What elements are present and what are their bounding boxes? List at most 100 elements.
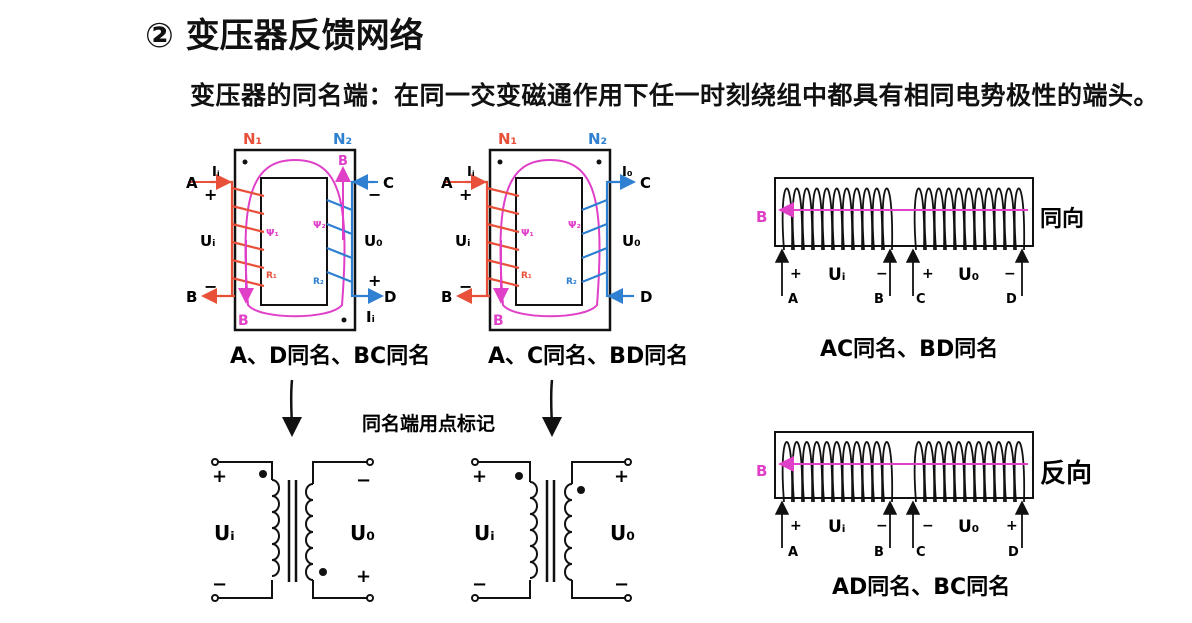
current-ii-out: Iᵢ xyxy=(366,308,375,326)
winding-loop xyxy=(933,441,946,503)
flux-loop xyxy=(244,158,346,318)
winding-loop xyxy=(993,187,1006,251)
terminal-b: B xyxy=(874,292,884,307)
ui-label: Uᵢ xyxy=(200,232,215,250)
winding-loop xyxy=(973,187,986,251)
ui-label: Uᵢ xyxy=(474,521,495,545)
core2-caption: A、C同名、BD同名 xyxy=(488,343,688,369)
terminal-a: A xyxy=(788,545,798,560)
down-arrow-1 xyxy=(281,379,302,437)
flux-b-bottom: B xyxy=(238,313,249,329)
core-window xyxy=(515,177,583,306)
solenoid-bottom: B 反向 + − − + Uᵢ U₀ A B C D AD同名、BC同名 xyxy=(756,431,1092,600)
winding-loop xyxy=(831,441,844,503)
flux-b-top: B xyxy=(338,154,348,169)
terminal-c: C xyxy=(383,174,394,192)
current-ii: Iᵢ xyxy=(212,165,220,180)
terminal-d: D xyxy=(1008,545,1019,560)
flux-loop xyxy=(499,158,601,318)
psi2-label: Ψ₂ xyxy=(568,220,581,231)
winding-loop xyxy=(973,441,986,503)
ui-label: Uᵢ xyxy=(828,517,846,537)
current-io: I₀ xyxy=(622,165,633,180)
terminal-b: B xyxy=(441,288,452,306)
winding-loop xyxy=(781,441,794,503)
terminal-b: B xyxy=(874,545,884,560)
winding-loop xyxy=(851,441,864,503)
terminal-c: C xyxy=(916,545,926,560)
transformer-schematic-1 xyxy=(211,458,374,602)
dot-end-definition: 变压器的同名端：在同一交变磁通作用下任一时刻绕组中都具有相同电势极性的端头。 xyxy=(190,81,1160,110)
winding-loop xyxy=(881,441,894,503)
direction-label: 同向 xyxy=(1040,206,1084,232)
winding-loop xyxy=(791,441,804,503)
primary-coil xyxy=(210,180,265,298)
terminal-leads xyxy=(774,248,1030,296)
core1-caption: A、D同名、BC同名 xyxy=(230,343,430,369)
winding-loop xyxy=(1013,441,1026,503)
plus-label: + xyxy=(614,466,629,487)
minus-b: − xyxy=(204,277,217,296)
winding-loop xyxy=(923,187,936,251)
winding-loop xyxy=(1003,187,1016,251)
ui-label: Uᵢ xyxy=(828,265,846,285)
core-window xyxy=(260,177,328,306)
winding-loop xyxy=(953,187,966,251)
coil-windings xyxy=(781,441,1026,503)
winding-loop xyxy=(831,187,844,251)
winding-loop xyxy=(923,441,936,503)
winding-loop xyxy=(1003,441,1016,503)
flux-b-label: B xyxy=(756,462,767,480)
minus-b: − xyxy=(459,277,472,296)
winding-loop xyxy=(983,441,996,503)
dot-mark xyxy=(515,472,523,480)
flux-b-bottom: B xyxy=(493,313,504,329)
dot-mark xyxy=(319,568,327,576)
uo-label: U₀ xyxy=(364,232,383,250)
minus-label: − xyxy=(922,518,934,534)
transformer-schematic-2 xyxy=(471,458,632,602)
plus-label: + xyxy=(790,266,802,282)
n2-label: N₂ xyxy=(588,130,607,148)
plus-label: + xyxy=(1006,518,1018,534)
terminal-a: A xyxy=(788,292,798,307)
ui-label: Uᵢ xyxy=(455,232,470,250)
n1-label: N₁ xyxy=(243,130,262,148)
coil-top-caption: AC同名、BD同名 xyxy=(820,336,998,362)
psi1-label: Ψ₁ xyxy=(266,228,279,239)
r2-label: R₂ xyxy=(566,277,577,287)
plus-a: + xyxy=(204,185,217,204)
uo-label: U₀ xyxy=(958,265,979,285)
winding-loop xyxy=(963,441,976,503)
plus-label: + xyxy=(212,466,227,487)
terminal-leads xyxy=(774,500,1030,548)
winding-loop xyxy=(881,187,894,251)
winding-loop xyxy=(871,187,884,251)
winding-loop xyxy=(861,441,874,503)
minus-label: − xyxy=(614,574,629,595)
terminal-d: D xyxy=(640,288,652,306)
r2-label: R₂ xyxy=(313,277,324,287)
ui-label: Uᵢ xyxy=(214,521,235,545)
n1-label: N₁ xyxy=(498,130,517,148)
winding-loop xyxy=(811,187,824,251)
winding-loop xyxy=(953,441,966,503)
transformer-core-1: N₁ N₂ B B A B C D Iᵢ Iᵢ + − − + Uᵢ U₀ Ψ₁… xyxy=(186,130,430,369)
uo-label: U₀ xyxy=(622,232,641,250)
minus-label: − xyxy=(876,518,888,534)
coil-body xyxy=(774,177,1034,247)
winding-loop xyxy=(933,187,946,251)
page-title: ② 变压器反馈网络 xyxy=(145,16,424,56)
current-ii: Iᵢ xyxy=(467,165,475,180)
dot-mark-label: 同名端用点标记 xyxy=(362,412,495,435)
down-arrow-2 xyxy=(541,379,562,437)
r1-label: R₁ xyxy=(266,271,277,281)
minus-label: − xyxy=(356,470,371,491)
dot-mark xyxy=(259,470,267,478)
minus-label: − xyxy=(472,574,487,595)
terminal-c: C xyxy=(640,174,651,192)
winding-loop xyxy=(943,187,956,251)
winding-loop xyxy=(943,441,956,503)
winding-loop xyxy=(913,187,926,251)
